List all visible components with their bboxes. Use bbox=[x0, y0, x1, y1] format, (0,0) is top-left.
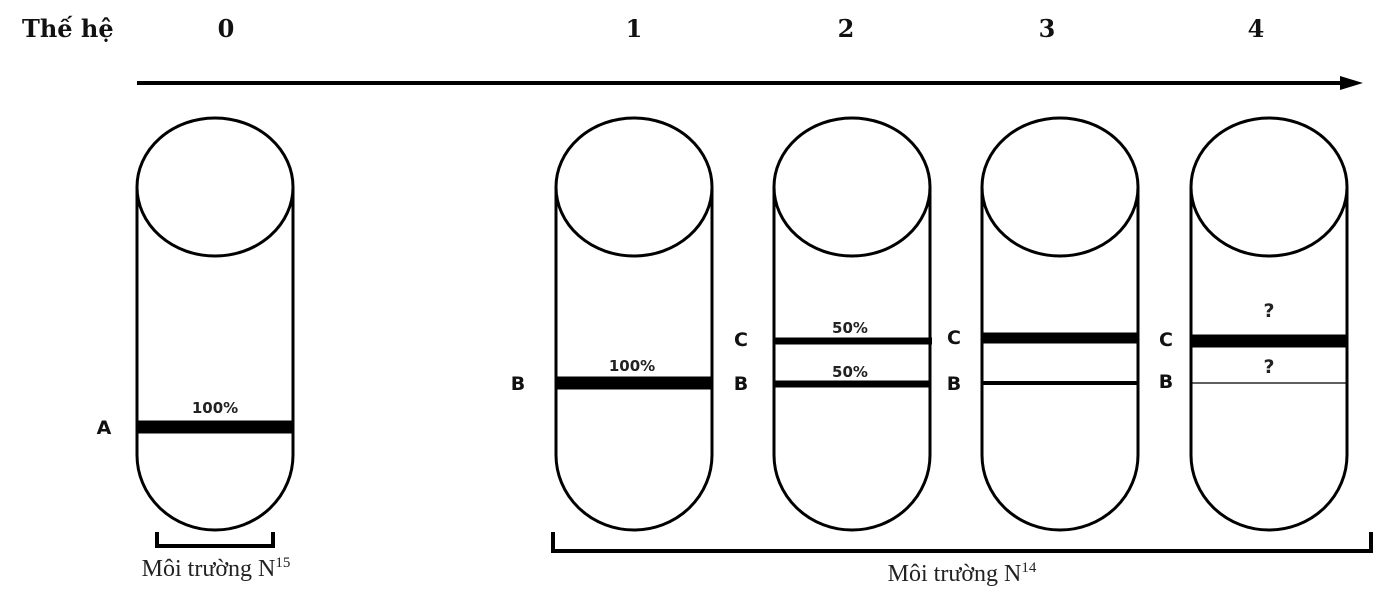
percent-label-a: 100% bbox=[191, 399, 239, 417]
environment-label-n15: Môi trường N15 bbox=[142, 555, 291, 583]
generation-axis-title: Thế hệ bbox=[22, 14, 114, 43]
band-label-b: B bbox=[1158, 371, 1174, 393]
isotope-superscript: 15 bbox=[275, 555, 291, 571]
isotope-superscript: 14 bbox=[1021, 560, 1037, 576]
unknown-percent-c: ? bbox=[1263, 300, 1275, 322]
band-label-c: C bbox=[734, 329, 748, 351]
band-label-b: B bbox=[733, 373, 749, 395]
bracket-n14 bbox=[551, 532, 1373, 553]
percent-label-c: 50% bbox=[832, 319, 868, 337]
test-tube-gen-2 bbox=[772, 116, 932, 532]
environment-label-n14: Môi trường N14 bbox=[888, 560, 1037, 588]
environment-text: Môi trường N bbox=[887, 561, 1022, 587]
band-label-b: B bbox=[946, 373, 962, 395]
test-tube-gen-4 bbox=[1189, 116, 1349, 532]
test-tube-gen-3 bbox=[980, 116, 1140, 532]
band-label-b: B bbox=[510, 373, 526, 395]
band-label-c: C bbox=[1159, 329, 1173, 351]
time-arrow-icon bbox=[137, 76, 1363, 90]
generation-label-0: 0 bbox=[217, 14, 235, 43]
generation-label-3: 3 bbox=[1038, 14, 1056, 43]
generation-label-4: 4 bbox=[1247, 14, 1265, 43]
generation-label-1: 1 bbox=[625, 14, 643, 43]
test-tube-gen-0 bbox=[135, 116, 295, 532]
percent-label-b: 50% bbox=[832, 363, 868, 381]
band-label-c: C bbox=[947, 327, 961, 349]
test-tube-gen-1 bbox=[554, 116, 714, 532]
percent-label-b: 100% bbox=[608, 357, 656, 375]
generation-label-2: 2 bbox=[837, 14, 855, 43]
bracket-n15 bbox=[155, 532, 275, 548]
environment-text: Môi trường N bbox=[141, 556, 276, 582]
band-label-a: A bbox=[96, 417, 112, 439]
unknown-percent-b: ? bbox=[1263, 356, 1275, 378]
